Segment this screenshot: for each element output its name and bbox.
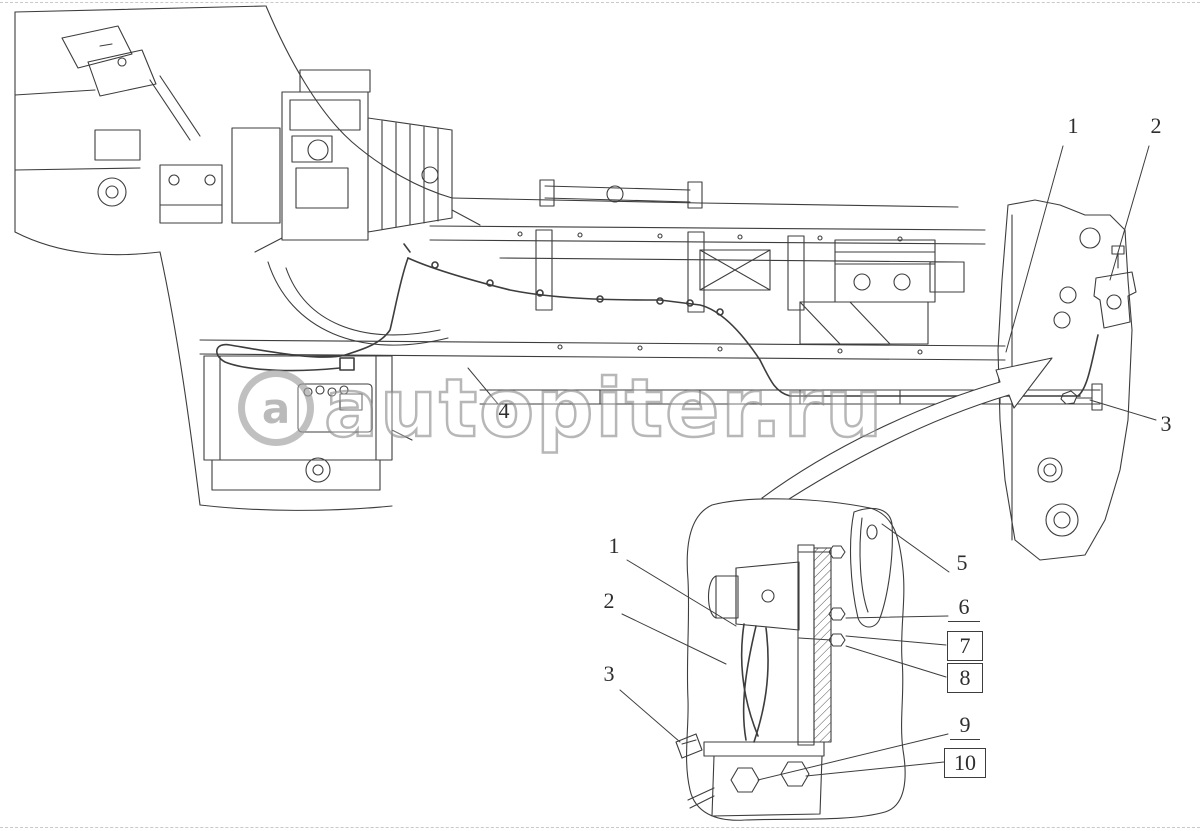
lower-chassis-rails [199, 339, 1103, 411]
driveline [539, 179, 703, 209]
callout-detail-8: 8 [947, 663, 983, 694]
detail-wires [740, 623, 769, 743]
engine-assembly [231, 69, 481, 253]
callout-detail-7: 7 [947, 631, 983, 662]
wiring-harness [216, 243, 1099, 397]
crossmembers [535, 229, 965, 345]
callout-detail-10: 10 [944, 748, 986, 779]
wheel-arch [267, 261, 449, 346]
callout-harness-4: 4 [498, 398, 510, 423]
cab-cutaway-outline [14, 5, 453, 511]
left-equipment-box [203, 355, 413, 491]
detail-horn-body [707, 561, 800, 631]
detail-arrow [761, 357, 1053, 509]
detail-view [675, 498, 906, 821]
page-edge-bottom [0, 827, 1200, 828]
callout-detail-6: 6 [948, 594, 980, 623]
leader-lines [467, 145, 1157, 781]
callout-detail-5: 5 [956, 550, 968, 575]
callout-detail-1: 1 [608, 533, 620, 558]
detail-bracket [849, 507, 893, 628]
callout-frame-2: 2 [1150, 113, 1162, 138]
detail-clamp [675, 733, 703, 759]
callout-frame-1: 1 [1067, 113, 1079, 138]
frame-bolt [1060, 390, 1093, 405]
page-edge-top [0, 2, 1200, 3]
pedals [61, 25, 201, 141]
upper-chassis-rails [429, 197, 986, 263]
callout-detail-3: 3 [603, 661, 615, 686]
callout-detail-9: 9 [950, 712, 980, 741]
detail-fasteners [798, 545, 846, 647]
callout-frame-3: 3 [1160, 411, 1172, 436]
cab-floor-structure [14, 89, 223, 224]
callout-detail-2: 2 [603, 588, 615, 613]
bracket-clamp [1093, 245, 1137, 329]
detail-base [687, 741, 825, 817]
